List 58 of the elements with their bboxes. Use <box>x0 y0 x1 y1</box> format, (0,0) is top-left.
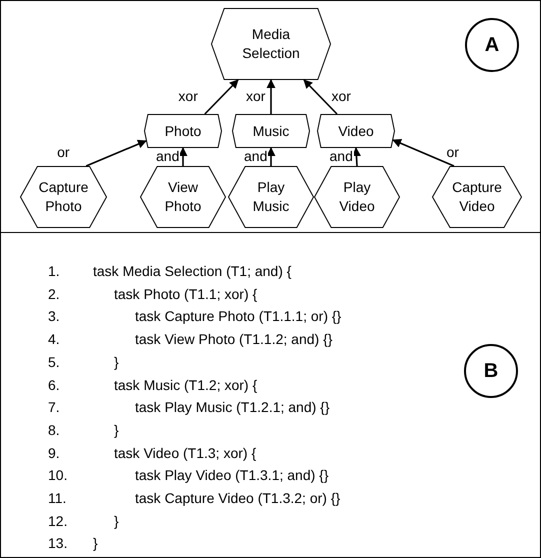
code-line: task Media Selection (T1; and) { <box>93 262 292 280</box>
node-label: Play Music <box>252 178 290 216</box>
line-number: 2. <box>48 284 60 303</box>
task-hexagon <box>140 166 226 228</box>
code-line: } <box>114 512 119 530</box>
panel-letter-circle <box>465 18 519 72</box>
line-number: 8. <box>48 420 60 439</box>
node-label: Video <box>338 122 374 140</box>
code-line: } <box>114 352 119 371</box>
line-number: 4. <box>48 330 60 348</box>
line-number: 12. <box>48 512 68 530</box>
panel-letter-circle <box>464 344 518 398</box>
code-line: } <box>93 534 98 552</box>
line-number: 11. <box>48 489 66 507</box>
task-hexagon <box>20 166 107 228</box>
arrow <box>204 79 239 115</box>
line-number: 13. <box>48 534 68 552</box>
code-line: task Video (T1.3; xor) { <box>114 444 256 462</box>
node-label: View Photo <box>164 178 202 216</box>
task-hexagon <box>228 166 314 228</box>
arrow <box>266 79 276 114</box>
node-label: Music <box>252 122 290 140</box>
line-number: 3. <box>48 307 60 326</box>
arrow <box>266 147 276 166</box>
node-label: Capture Video <box>451 178 503 216</box>
line-number: 6. <box>48 376 60 394</box>
task-hexagon <box>232 114 310 148</box>
arrow <box>86 140 147 167</box>
code-line: task Capture Photo (T1.1.1; or) {} <box>135 307 342 326</box>
task-hexagon <box>314 166 400 228</box>
arrow <box>392 139 454 167</box>
arrow <box>303 79 338 115</box>
node-label: Photo <box>164 122 202 140</box>
task-hexagon <box>144 114 222 148</box>
line-number: 9. <box>48 444 60 462</box>
line-number: 10. <box>48 466 68 484</box>
code-line: task Photo (T1.1; xor) { <box>114 284 258 303</box>
code-line: task View Photo (T1.1.2; and) {} <box>135 330 332 348</box>
code-line: task Music (T1.2; xor) { <box>114 376 258 394</box>
arrow <box>352 147 361 166</box>
task-hexagon <box>432 166 522 228</box>
edge-label: and <box>155 149 180 164</box>
task-hexagon <box>317 114 395 148</box>
arrow <box>178 147 188 166</box>
code-line: task Play Video (T1.3.1; and) {} <box>135 466 329 484</box>
panel-letter: B <box>484 362 498 380</box>
code-line: task Capture Video (T1.3.2; or) {} <box>135 489 340 507</box>
code-line: task Play Music (T1.2.1; and) {} <box>135 398 330 416</box>
node-label: Play Video <box>338 178 376 216</box>
edge-label: and <box>328 149 354 164</box>
line-number: 1. <box>48 262 60 280</box>
code-line: } <box>114 420 119 439</box>
edge-label: and <box>243 149 268 164</box>
panel-letter: A <box>484 36 500 54</box>
line-number: 5. <box>48 352 60 371</box>
node-label: Media Selection <box>241 25 301 63</box>
line-number: 7. <box>48 398 60 416</box>
node-label: Capture Photo <box>38 178 90 216</box>
